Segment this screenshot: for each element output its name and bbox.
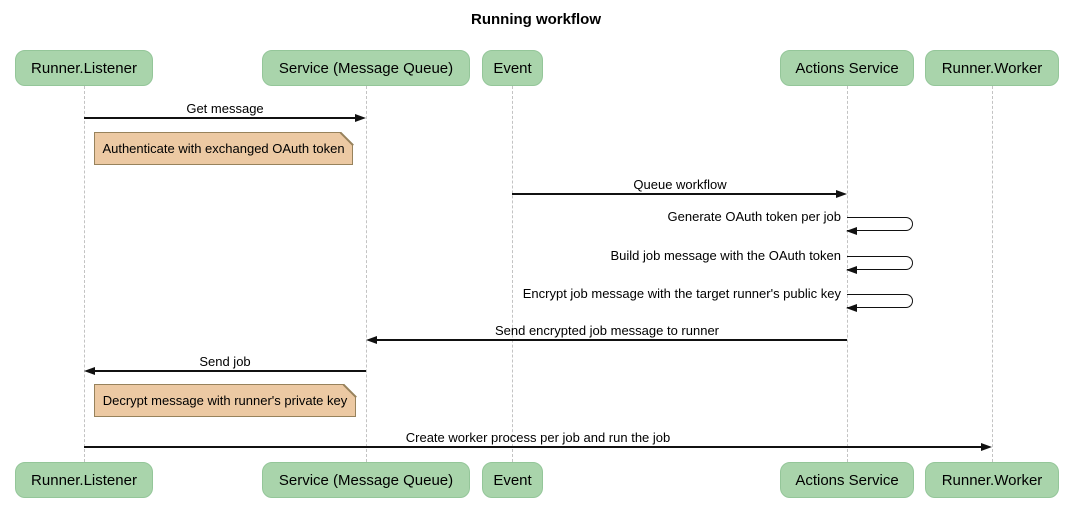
participant-runner-listener-bottom: Runner.Listener: [15, 462, 153, 498]
message-label-build-message: Build job message with the OAuth token: [610, 248, 841, 263]
participant-label: Event: [493, 59, 532, 77]
arrowhead-left-icon: [846, 227, 857, 235]
message-label-queue-workflow: Queue workflow: [633, 177, 727, 192]
lifeline-runner-listener: [84, 86, 85, 462]
participant-label: Runner.Listener: [31, 471, 137, 489]
self-loop: [846, 294, 913, 312]
message-line: [94, 370, 366, 372]
message-label-send-job: Send job: [199, 354, 251, 369]
participant-label: Actions Service: [795, 471, 899, 489]
participant-service-queue-bottom: Service (Message Queue): [262, 462, 470, 498]
lifeline-event: [512, 86, 513, 462]
arrowhead-right-icon: [836, 189, 847, 198]
lifeline-service-queue: [366, 86, 367, 462]
participant-label: Service (Message Queue): [278, 471, 454, 489]
participant-actions-service-top: Actions Service: [780, 50, 914, 86]
note-authenticate: Authenticate with exchanged OAuth token: [94, 131, 354, 165]
participant-event-bottom: Event: [482, 462, 543, 498]
self-loop: [846, 256, 913, 274]
participant-actions-service-bottom: Actions Service: [780, 462, 914, 498]
participant-event-top: Event: [482, 50, 543, 86]
participant-label: Runner.Worker: [941, 59, 1043, 77]
message-line: [84, 446, 982, 448]
participant-label: Runner.Worker: [941, 471, 1043, 489]
arrowhead-left-icon: [846, 304, 857, 312]
note-label: Decrypt message with runner's private ke…: [102, 393, 348, 408]
message-label-encrypt-message: Encrypt job message with the target runn…: [522, 286, 841, 301]
note-label: Authenticate with exchanged OAuth token: [102, 141, 345, 156]
participant-label: Actions Service: [795, 59, 899, 77]
message-line: [84, 117, 356, 119]
self-loop: [846, 217, 913, 235]
message-label-get-message: Get message: [186, 101, 264, 116]
participant-runner-worker-top: Runner.Worker: [925, 50, 1059, 86]
arrowhead-left-icon: [366, 335, 377, 344]
note-decrypt: Decrypt message with runner's private ke…: [94, 383, 357, 417]
message-label-send-encrypted: Send encrypted job message to runner: [494, 323, 720, 338]
lifeline-actions-service: [847, 86, 848, 462]
diagram-title: Running workflow: [471, 11, 601, 28]
arrowhead-left-icon: [846, 266, 857, 274]
participant-label: Runner.Listener: [31, 59, 137, 77]
participant-label: Event: [493, 471, 532, 489]
message-line: [376, 339, 847, 341]
arrowhead-left-icon: [84, 366, 95, 375]
participant-runner-worker-bottom: Runner.Worker: [925, 462, 1059, 498]
arrowhead-right-icon: [355, 113, 366, 122]
participant-label: Service (Message Queue): [278, 59, 454, 77]
message-line: [512, 193, 837, 195]
message-label-create-worker: Create worker process per job and run th…: [405, 430, 671, 445]
lifeline-runner-worker: [992, 86, 993, 462]
participant-runner-listener-top: Runner.Listener: [15, 50, 153, 86]
arrowhead-right-icon: [981, 442, 992, 451]
message-label-generate-token: Generate OAuth token per job: [667, 209, 841, 224]
participant-service-queue-top: Service (Message Queue): [262, 50, 470, 86]
